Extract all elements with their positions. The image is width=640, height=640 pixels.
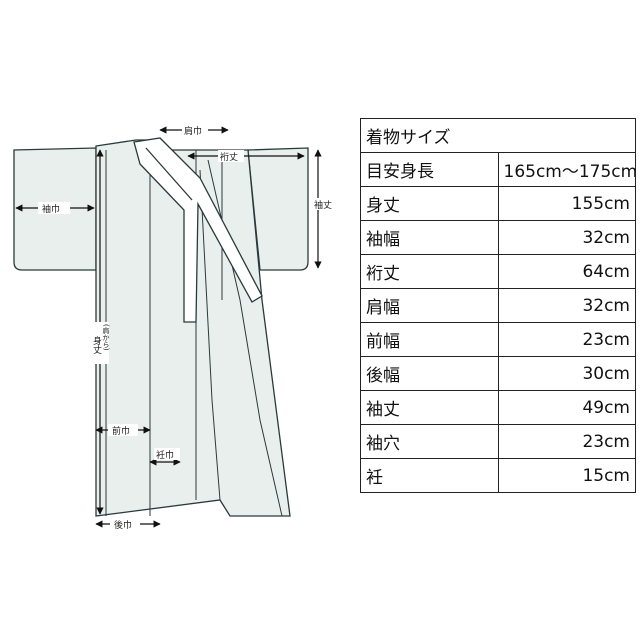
row-value: 30cm <box>497 356 636 391</box>
row-label: 裄丈 <box>360 254 499 289</box>
table-row: 身丈 155cm <box>360 186 636 221</box>
kimono-diagram: 肩巾 裄丈 袖巾 袖丈 (肩から) 身丈 前巾 衽巾 後巾 <box>13 125 333 531</box>
ushirohaba-label: 後巾 <box>114 519 132 531</box>
row-label: 前幅 <box>360 322 499 357</box>
collar <box>133 137 263 323</box>
table-row: 肩幅 32cm <box>360 288 636 323</box>
row-value: 64cm <box>497 254 636 289</box>
table-row: 衽 15cm <box>360 458 636 493</box>
table-row: 袖穴 23cm <box>360 424 636 459</box>
row-label: 目安身長 <box>360 152 499 187</box>
row-value: 32cm <box>497 220 636 255</box>
row-value: 23cm <box>497 322 636 357</box>
table-title: 着物サイズ <box>360 118 636 153</box>
row-value: 23cm <box>497 424 636 459</box>
row-label: 肩幅 <box>360 288 499 323</box>
row-label: 身丈 <box>360 186 499 221</box>
table-row: 後幅 30cm <box>360 356 636 391</box>
mitake-label: 身丈 <box>91 335 102 355</box>
table-title-row: 着物サイズ <box>360 118 636 153</box>
row-value: 32cm <box>497 288 636 323</box>
row-value: 15cm <box>497 458 636 493</box>
sodetake-label: 袖丈 <box>314 199 332 211</box>
row-value: 165cm〜175cm <box>497 152 636 187</box>
row-value: 49cm <box>497 390 636 425</box>
okumihaba-label: 衽巾 <box>156 449 174 461</box>
kimono-outline <box>13 139 309 517</box>
row-label: 袖幅 <box>360 220 499 255</box>
mitake-note-label: (肩から) <box>102 324 110 351</box>
table-row: 前幅 23cm <box>360 322 636 357</box>
row-label: 袖穴 <box>360 424 499 459</box>
size-table: 着物サイズ 目安身長 165cm〜175cm 身丈 155cm 袖幅 32cm … <box>360 118 636 493</box>
katahaba-label: 肩巾 <box>184 125 202 137</box>
right-sleeve <box>247 147 309 271</box>
row-label: 後幅 <box>360 356 499 391</box>
row-label: 衽 <box>360 458 499 493</box>
table-row: 目安身長 165cm〜175cm <box>360 152 636 187</box>
maehaba-label: 前巾 <box>112 425 130 437</box>
yukitake-label: 裄丈 <box>220 151 238 163</box>
table-row: 裄丈 64cm <box>360 254 636 289</box>
table-row: 袖幅 32cm <box>360 220 636 255</box>
row-label: 袖丈 <box>360 390 499 425</box>
table-row: 袖丈 49cm <box>360 390 636 425</box>
row-value: 155cm <box>497 186 636 221</box>
sodehaba-label: 袖巾 <box>42 203 60 215</box>
